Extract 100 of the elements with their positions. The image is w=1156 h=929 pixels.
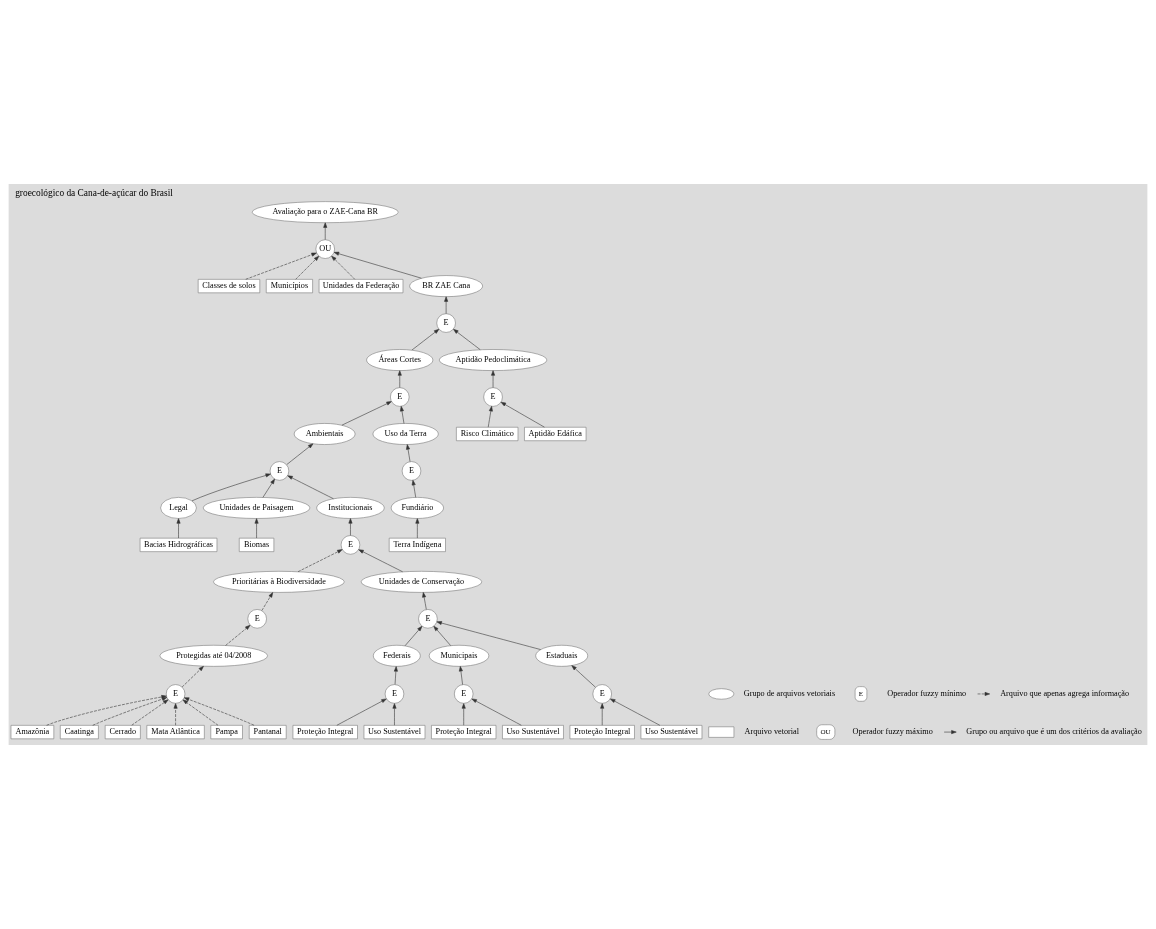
node-ellipse: Ambientais (293, 423, 356, 445)
node-ellipse: Áreas Cortes (366, 349, 434, 371)
arrow (191, 473, 271, 502)
node-ellipse: Fundiário (390, 497, 444, 519)
arrow (406, 444, 411, 462)
arrow (225, 624, 251, 646)
arrow (411, 479, 416, 498)
arrow (461, 703, 466, 726)
arrow (92, 697, 168, 726)
arrow (610, 698, 661, 726)
arrow (393, 666, 398, 685)
arrow (415, 518, 420, 539)
arrow (333, 251, 422, 279)
arrow (245, 252, 317, 280)
node-box: Terra Indígena (388, 537, 446, 552)
legend-label: Arquivo vetorial (744, 727, 800, 737)
legend-label: Grupo de arquivos vetoriais (743, 689, 836, 699)
arrow (487, 406, 493, 428)
arrow (287, 475, 334, 500)
node-circle: E (436, 313, 456, 333)
arrow (348, 518, 353, 536)
arrow (433, 625, 451, 646)
arrow (600, 703, 605, 726)
arrow (261, 592, 274, 611)
node-box: Cerrado (104, 725, 141, 740)
node-box: Proteção Integral (569, 725, 635, 740)
node-box: Unidades da Federação (318, 279, 404, 294)
node-box: Mata Atlântica (146, 725, 205, 740)
diagram-title: groecológico da Cana-de-açúcar do Brasil (15, 188, 173, 199)
arrow (341, 401, 392, 426)
arrow (500, 401, 545, 428)
node-ellipse: Estaduais (535, 644, 589, 667)
arrow (471, 698, 522, 726)
arrow (422, 592, 427, 610)
node-box: Risco Climático (456, 426, 519, 442)
arrow (358, 549, 403, 573)
node-box: Uso Sustentável (502, 725, 564, 740)
arrow (411, 328, 440, 351)
node-box: Bacias Hidrográficas (139, 537, 218, 552)
arrow (181, 666, 204, 688)
node-ellipse: Protegidas até 04/2008 (159, 644, 268, 667)
arrow (323, 222, 328, 240)
arrow (331, 255, 356, 280)
node-ellipse: Aptidão Pedoclimática (438, 349, 548, 371)
arrow (182, 699, 219, 726)
arrow (392, 703, 397, 726)
node-circle: E (454, 684, 474, 704)
arrow (46, 695, 167, 726)
arrow (397, 370, 402, 388)
node-box: Aptidão Edáfica (524, 426, 587, 442)
legend-label: Operador fuzzy máximo (852, 727, 933, 737)
node-ellipse: Municipais (428, 644, 490, 667)
node-circle: E (384, 684, 405, 704)
node-ellipse: Legal (160, 497, 197, 519)
node-box: Proteção Integral (292, 725, 358, 740)
node-ellipse: Federais (373, 644, 421, 667)
node-box: Biomas (238, 537, 275, 552)
arrow (183, 697, 255, 726)
node-circle: E (269, 461, 290, 481)
arrow (491, 370, 495, 388)
node-box: Uso Sustentável (363, 725, 426, 740)
node-box: Amazônia (10, 725, 55, 740)
node-box: Proteção Integral (431, 725, 497, 740)
arrow (458, 666, 463, 685)
arrow (262, 478, 275, 498)
node-ellipse: Uso da Terra (372, 423, 439, 445)
node-box: Pantanal (248, 725, 287, 740)
arrow (297, 549, 343, 572)
arrow (286, 443, 314, 465)
arrow (571, 665, 596, 688)
arrow (404, 625, 423, 647)
node-ellipse: Unidades de Conservação (360, 571, 483, 593)
node-box: Classes de solos (197, 279, 261, 294)
node-ellipse: Avaliação para o ZAE-Cana BR (251, 201, 399, 224)
arrow (436, 621, 541, 650)
node-circle: E (418, 609, 438, 629)
arrow (131, 699, 169, 726)
arrow (400, 406, 405, 424)
arrow (254, 518, 259, 539)
node-circle: E (390, 387, 410, 407)
arrow (453, 329, 481, 350)
node-box: Municípios (265, 279, 313, 294)
legend-label: Grupo ou arquivo que é um dos critérios da avaliação (966, 727, 1142, 737)
node-circle: E (340, 535, 361, 555)
node-box: Pampa (210, 725, 243, 740)
node-circle: E (592, 684, 612, 704)
node-ellipse: Institucionais (316, 497, 385, 519)
node-circle: E (401, 461, 422, 481)
node-box: Caatinga (60, 725, 99, 740)
node-ellipse: Prioritárias à Biodiversidade (213, 571, 345, 593)
arrow (444, 296, 449, 314)
arrow (336, 698, 387, 726)
node-circle: E (483, 387, 503, 407)
legend-label: Operador fuzzy mínimo (887, 689, 967, 699)
node-ellipse: Unidades de Paisagem (202, 497, 311, 519)
legend-label: Arquivo que apenas agrega informação (1000, 689, 1130, 699)
arrow (295, 255, 320, 280)
node-box: Uso Sustentável (640, 725, 703, 740)
node-ellipse: BR ZAE Cana (409, 275, 483, 297)
arrow (176, 518, 181, 539)
